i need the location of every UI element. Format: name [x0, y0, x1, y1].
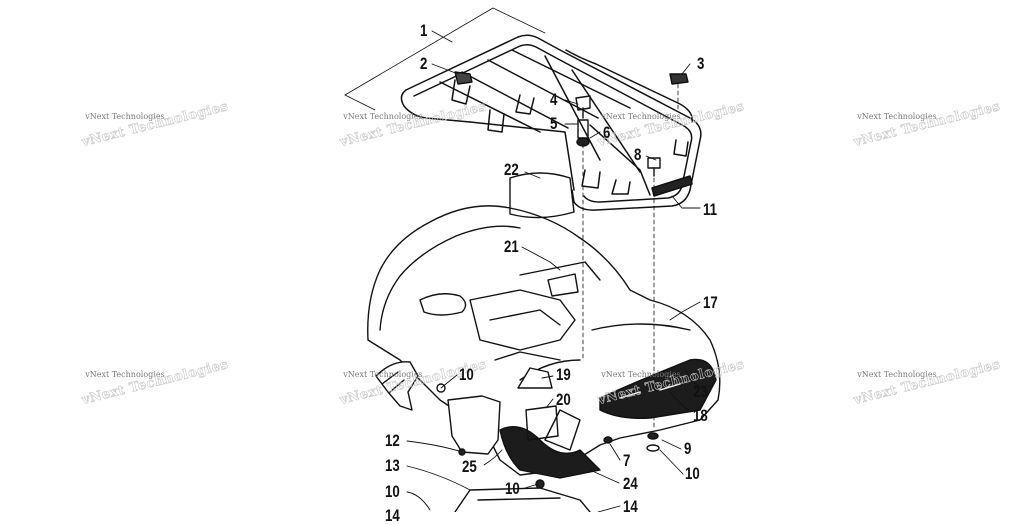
callout-21: 21 — [504, 237, 519, 256]
callout-12: 12 — [385, 431, 400, 450]
callout-6: 6 — [603, 123, 611, 142]
callout-20: 20 — [556, 390, 571, 409]
callout-8: 8 — [634, 145, 642, 164]
parts-diagram: vNext Technologies vNext Technologies vN… — [80, 7, 1002, 524]
callout-19: 19 — [556, 365, 571, 384]
callout-4: 4 — [550, 90, 558, 109]
callout-22: 22 — [504, 160, 519, 179]
callout-10: 10 — [505, 479, 520, 498]
exploded-view-drawing — [344, 7, 721, 513]
callout-11: 11 — [703, 200, 718, 219]
callout-10: 10 — [459, 365, 474, 384]
callout-23: 23 — [693, 382, 708, 401]
callout-3: 3 — [697, 54, 705, 73]
callout-2: 2 — [420, 54, 428, 73]
rear-fender-body — [367, 205, 721, 479]
callout-25: 25 — [462, 457, 477, 476]
callout-10: 10 — [385, 482, 400, 501]
callout-14: 14 — [623, 497, 638, 516]
callout-24: 24 — [623, 474, 638, 493]
callout-7: 7 — [623, 451, 631, 470]
rear-rack — [400, 34, 702, 211]
callout-13: 13 — [385, 456, 400, 475]
callout-14: 14 — [385, 506, 400, 525]
callout-17: 17 — [703, 293, 718, 312]
callout-9: 9 — [684, 439, 692, 458]
callout-10: 10 — [685, 464, 700, 483]
lower-parts — [436, 383, 660, 513]
callout-1: 1 — [420, 21, 428, 40]
rack-plane-outline — [344, 7, 546, 111]
callout-18: 18 — [693, 406, 708, 425]
seat-pad-22 — [509, 172, 575, 219]
callout-5: 5 — [550, 114, 558, 133]
leader-lines — [406, 30, 701, 513]
